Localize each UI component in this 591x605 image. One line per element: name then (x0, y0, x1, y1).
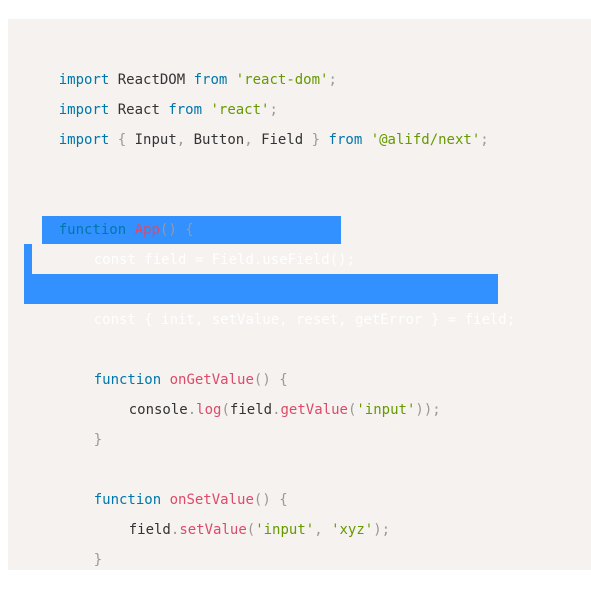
code-line-9: } (60, 395, 102, 448)
punctuation: } (311, 132, 321, 148)
string-literal: 'react-dom' (235, 72, 329, 88)
punctuation: ; (269, 102, 278, 118)
code-text: field (229, 402, 273, 418)
function-name: setValue (179, 522, 247, 538)
keyword: function (93, 492, 162, 508)
punctuation: } (93, 432, 103, 448)
function-name: log (196, 402, 222, 418)
keyword: import (58, 132, 110, 148)
punctuation: { (279, 372, 288, 388)
code-line-6-selected: const { init, setValue, reset, getError … (60, 275, 515, 328)
function-name: onGetValue (169, 372, 254, 388)
code-text: console (128, 402, 188, 418)
punctuation: { (279, 492, 288, 508)
punctuation: ); (373, 522, 391, 538)
code-line-12: } (60, 515, 102, 568)
code-text: const { init, setValue, reset, getError … (93, 312, 516, 328)
punctuation: , (176, 132, 186, 148)
code-line-4: function App() { (25, 185, 194, 238)
punctuation: ( (347, 402, 357, 418)
punctuation: ( (246, 522, 256, 538)
punctuation: . (272, 402, 281, 418)
code-line-2: import React from 'react'; (25, 65, 278, 118)
code-line-11: field.setValue('input', 'xyz'); (95, 485, 390, 538)
code-block[interactable]: import ReactDOM from 'react-dom'; import… (8, 19, 591, 570)
keyword: function (93, 372, 162, 388)
selection-highlight-line-1 (42, 216, 341, 244)
punctuation: () (253, 372, 271, 388)
punctuation: . (170, 522, 180, 538)
keyword: from (168, 102, 203, 118)
punctuation: } (93, 552, 103, 568)
punctuation: () (253, 492, 271, 508)
keyword: from (193, 72, 228, 88)
code-text: React (109, 102, 169, 118)
code-line-8: console.log(field.getValue('input')); (95, 365, 441, 418)
keyword: from (328, 132, 363, 148)
punctuation: () (159, 222, 177, 238)
code-line-3: import { Input, Button, Field } from '@a… (25, 95, 489, 148)
string-literal: 'xyz' (331, 522, 374, 538)
punctuation: , (314, 522, 323, 538)
code-text: Button (185, 132, 245, 148)
keyword: function (58, 222, 127, 238)
code-line-7: function onGetValue() { (60, 335, 288, 388)
code-text (323, 522, 331, 538)
keyword: import (58, 72, 110, 88)
selection-highlight-line-2 (24, 274, 498, 304)
code-line-1: import ReactDOM from 'react-dom'; (25, 35, 337, 88)
code-text: field (128, 522, 171, 538)
string-literal: '@alifd/next' (370, 132, 481, 148)
string-literal: 'react' (210, 102, 270, 118)
function-name: onSetValue (169, 492, 254, 508)
punctuation: { (117, 132, 127, 148)
code-line-5-selected: const field = Field.useField(); (60, 215, 355, 268)
punctuation: { (185, 222, 194, 238)
function-name: getValue (280, 402, 348, 418)
code-text (320, 132, 328, 148)
code-text: ReactDOM (109, 72, 194, 88)
punctuation: )); (415, 402, 441, 418)
punctuation: , (244, 132, 253, 148)
punctuation: . (187, 402, 197, 418)
code-text (109, 132, 117, 148)
punctuation: ( (221, 402, 230, 418)
punctuation: ; (328, 72, 337, 88)
code-text: Field (252, 132, 312, 148)
selection-highlight-gap (24, 244, 32, 274)
punctuation: ; (480, 132, 489, 148)
code-text (362, 132, 370, 148)
function-name: App (134, 222, 160, 238)
code-line-10: function onSetValue() { (60, 455, 288, 508)
keyword: import (58, 102, 110, 118)
code-text: Input (126, 132, 177, 148)
string-literal: 'input' (356, 402, 416, 418)
string-literal: 'input' (255, 522, 315, 538)
code-text: const field = Field.useField(); (93, 252, 356, 268)
